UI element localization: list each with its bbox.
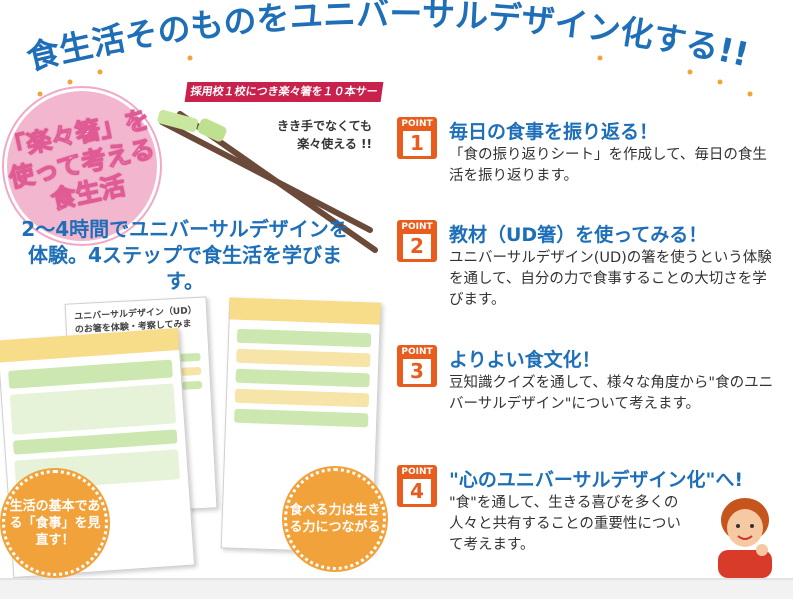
intro-text: 2〜4時間でユニバーサルデザインを体験。4ステップで食生活を学びます。: [21, 217, 349, 293]
left-hand-note: きき手でなくても楽々使える !!: [276, 119, 372, 151]
point-1-title: 毎日の食事を振り返る！: [449, 121, 659, 143]
point-3: POINT 3 よりよい食文化！ 豆知識クイズを通して、様々な角度から"食のユニ…: [397, 345, 787, 445]
person-illustration: [718, 498, 772, 578]
point-2-badge: POINT 2: [397, 220, 437, 262]
point-1-badge: POINT 1: [397, 117, 437, 159]
title-dots: [37, 55, 753, 97]
point-3-badge: POINT 3: [397, 345, 437, 387]
circle-badge-right: 食べる力は生きる力につながる: [284, 468, 386, 570]
point-2: POINT 2 教材（UD箸）を使ってみる！ ユニバーサルデザイン(UD)の箸を…: [397, 220, 787, 320]
title-arc: 食生活そのものをユニバーサルデザイン化する!!: [23, 0, 753, 97]
badge-text: 「楽々箸」を使って考える食生活: [0, 104, 158, 215]
point-3-text: 豆知識クイズを通して、様々な角度から"食のユニバーサルデザイン"について考えます…: [449, 375, 774, 412]
service-label: 採用校１校につき楽々箸を１０本サービス: [184, 82, 384, 118]
point-4-text: "食"を通して、生きる喜びを多くの人々と共有することの重要性について考えます。: [449, 495, 681, 553]
footer-bar: [0, 578, 793, 599]
rakuraku-badge: 「楽々箸」を使って考える食生活: [0, 88, 160, 244]
point-4: POINT 4 "心のユニバーサルデザイン化"へ! "食"を通して、生きる喜びを…: [397, 465, 787, 565]
point-2-text: ユニバーサルデザイン(UD)の箸を使うという体験を通して、自分の力で食事すること…: [449, 250, 772, 308]
page-title: 食生活そのものをユニバーサルデザイン化する!!: [23, 0, 753, 78]
point-2-title: 教材（UD箸）を使ってみる！: [449, 224, 708, 246]
circle-badge-left: 生活の基本である「食事」を見直す！: [2, 470, 108, 576]
chopsticks-illustration: [157, 109, 378, 253]
worksheet-right-title: 毎日の食事を考えてみましょう: [237, 307, 364, 323]
point-3-title: よりよい食文化！: [449, 349, 601, 371]
point-1-text: 「食の振り返りシート」を作成して、毎日の食生活を振り返ります。: [449, 147, 767, 184]
point-1: POINT 1 毎日の食事を振り返る！ 「食の振り返りシート」を作成して、毎日の…: [397, 117, 787, 197]
point-4-badge: POINT 4: [397, 465, 437, 507]
point-4-title: "心のユニバーサルデザイン化"へ!: [449, 469, 744, 491]
